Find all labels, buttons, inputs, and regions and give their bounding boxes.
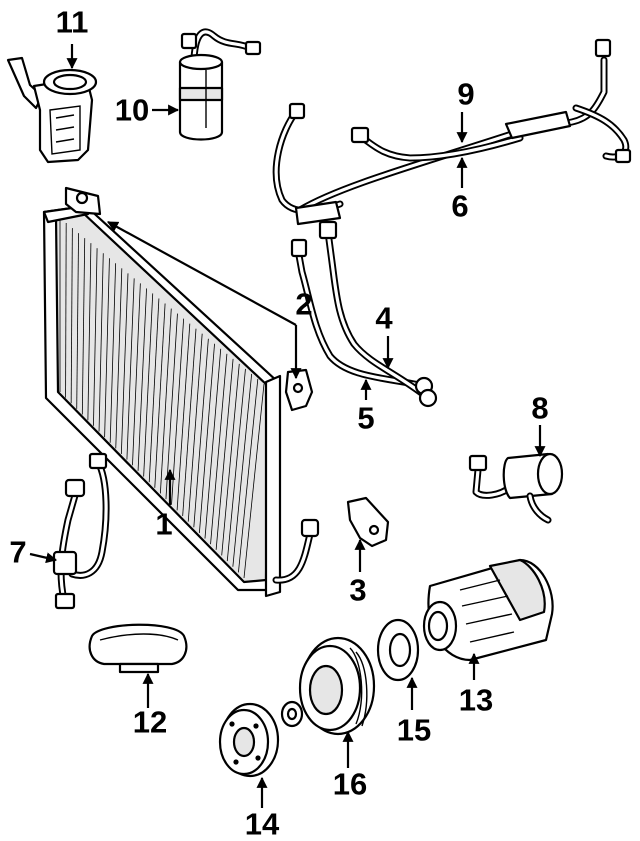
callout-8: 8 bbox=[531, 391, 548, 426]
part-13-compressor bbox=[422, 558, 554, 662]
part-1-condenser bbox=[42, 186, 320, 598]
condenser-fin bbox=[215, 358, 234, 550]
condenser-fin bbox=[93, 248, 98, 426]
condenser-fin bbox=[154, 303, 166, 488]
condenser-fin bbox=[210, 353, 228, 545]
condenser-fin bbox=[132, 283, 141, 466]
condenser-fin bbox=[87, 243, 92, 421]
part-15-coil bbox=[376, 618, 420, 682]
condenser-fin bbox=[98, 253, 104, 432]
callout-4: 4 bbox=[375, 301, 393, 336]
leader-7 bbox=[29, 552, 58, 564]
condenser-fin bbox=[120, 273, 129, 455]
callout-2: 2 bbox=[295, 287, 312, 322]
condenser-fin bbox=[226, 368, 246, 562]
condenser-fin bbox=[182, 328, 197, 517]
condenser-fin bbox=[187, 333, 203, 522]
condenser-fin bbox=[109, 263, 117, 443]
condenser-fin bbox=[176, 323, 191, 511]
condenser-fin bbox=[193, 338, 209, 528]
condenser-fin bbox=[198, 343, 215, 533]
condenser-fin bbox=[243, 383, 265, 579]
callout-12: 12 bbox=[133, 705, 167, 740]
condenser-fin bbox=[204, 348, 222, 539]
part-10-receiver-drier bbox=[178, 28, 262, 141]
part-4-5-lines bbox=[290, 220, 438, 408]
callout-5: 5 bbox=[357, 401, 374, 436]
condenser-fin bbox=[70, 228, 73, 404]
part-7-line bbox=[52, 452, 110, 610]
callout-labels: 11 10 9 6 2 4 5 8 1 7 3 12 13 15 16 14 bbox=[9, 5, 548, 841]
callout-7: 7 bbox=[9, 535, 26, 570]
condenser-fin bbox=[159, 308, 172, 494]
callout-1: 1 bbox=[155, 507, 172, 542]
condenser-fin bbox=[81, 238, 86, 415]
callout-6: 6 bbox=[451, 189, 468, 224]
callout-16: 16 bbox=[333, 767, 367, 802]
condenser-fin bbox=[143, 293, 154, 477]
condenser-fin bbox=[115, 268, 123, 449]
callout-9: 9 bbox=[457, 77, 474, 112]
callout-3: 3 bbox=[349, 573, 366, 608]
part-8-switch-assembly bbox=[468, 452, 564, 524]
callout-11: 11 bbox=[56, 5, 89, 40]
condenser-fin bbox=[232, 373, 253, 567]
part-6-9-hose-assembly bbox=[272, 38, 632, 226]
part-3-bracket bbox=[346, 496, 390, 548]
callout-13: 13 bbox=[459, 683, 493, 718]
leader-lines bbox=[29, 44, 546, 808]
callout-15: 15 bbox=[397, 713, 431, 748]
condenser-fin bbox=[238, 378, 259, 573]
part-14-clutch-hub bbox=[218, 702, 280, 778]
condenser-fin bbox=[221, 363, 240, 556]
part-16-pulley bbox=[280, 636, 376, 736]
leader-2a bbox=[107, 221, 297, 326]
condenser-fin bbox=[137, 288, 147, 471]
callout-14: 14 bbox=[245, 807, 280, 841]
part-11-drier-bracket bbox=[6, 56, 98, 164]
callout-10: 10 bbox=[115, 93, 149, 128]
condenser-fin bbox=[165, 313, 178, 500]
condenser-fin bbox=[65, 223, 67, 398]
condenser-fin bbox=[76, 233, 79, 409]
condenser-fin bbox=[148, 298, 160, 483]
condenser-fin bbox=[104, 258, 110, 438]
part-12-cover bbox=[88, 623, 188, 674]
condenser-fin bbox=[126, 278, 135, 460]
part-2-bracket bbox=[284, 368, 314, 412]
